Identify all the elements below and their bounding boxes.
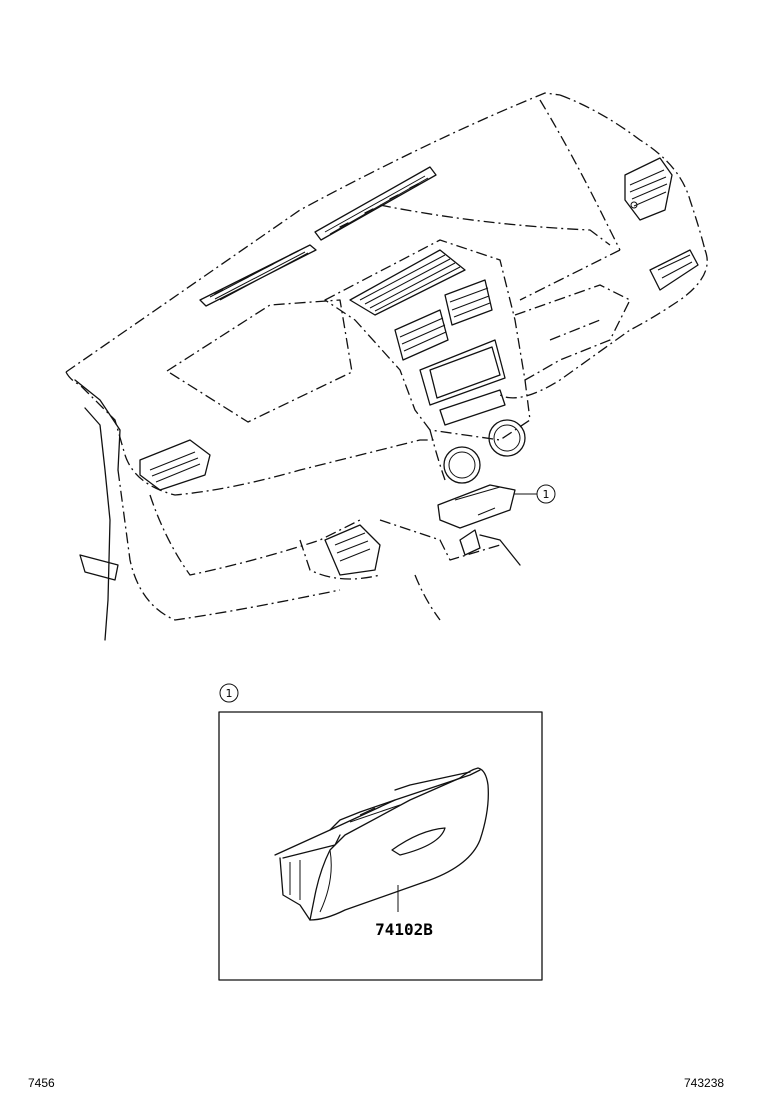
defroster-vents: [199, 166, 437, 307]
right-air-vent: [624, 157, 699, 291]
callout-circle: [536, 484, 556, 504]
instrument-panel-outline: [65, 92, 708, 621]
center-stack: [349, 249, 526, 484]
glove-box-detail: [274, 767, 489, 921]
part-number-label: 74102B: [375, 920, 433, 939]
left-air-vent: [74, 379, 211, 641]
detail-callout-number: 1: [226, 687, 233, 700]
footer-left-code: 7456: [28, 1076, 55, 1090]
callout-number: 1: [543, 488, 550, 501]
glove-box-overview: [324, 484, 521, 576]
footer-right-code: 743238: [684, 1076, 725, 1090]
detail-frame: [218, 711, 543, 981]
detail-callout-circle: [219, 683, 239, 703]
